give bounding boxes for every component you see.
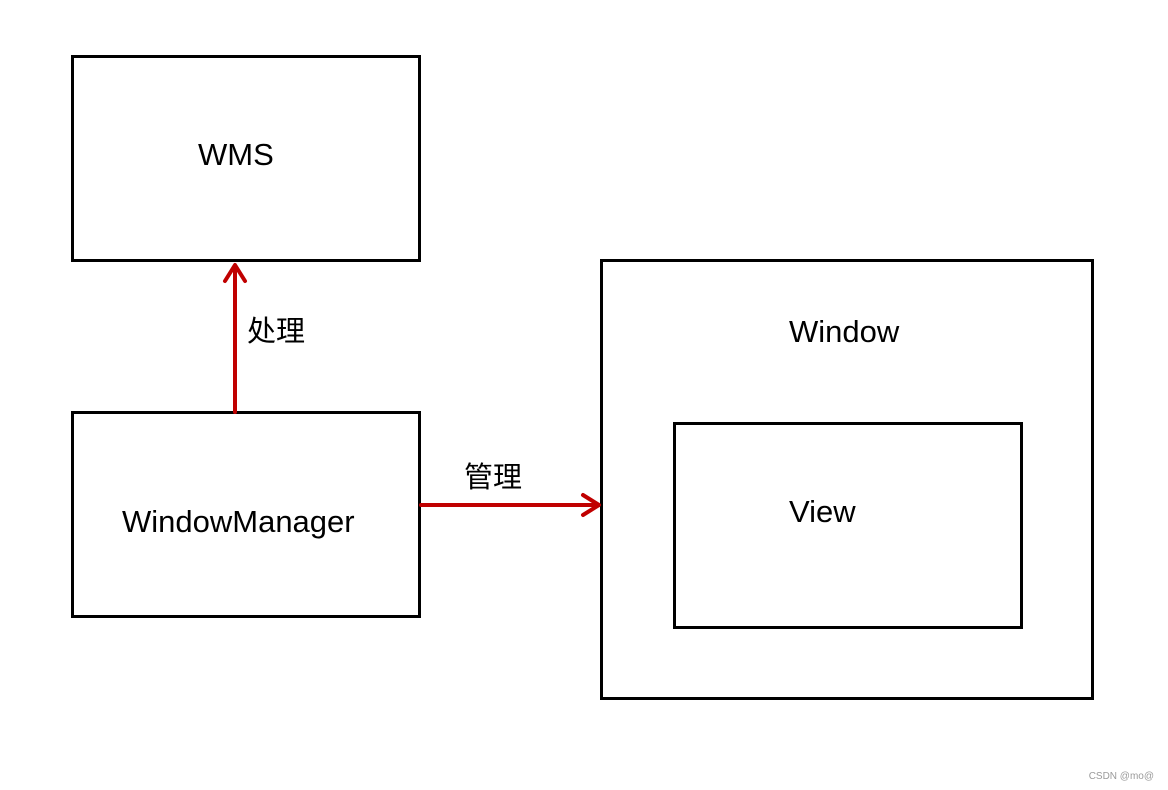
window-label: Window xyxy=(789,314,900,349)
window-manager-box xyxy=(71,411,421,618)
watermark: CSDN @mo@ xyxy=(1088,771,1154,782)
manage-edge-label: 管理 xyxy=(464,460,523,494)
wms-box xyxy=(71,55,421,262)
window-manager-label: WindowManager xyxy=(122,504,355,539)
handle-arrow xyxy=(223,263,247,414)
handle-edge-label: 处理 xyxy=(247,314,306,348)
view-box xyxy=(673,422,1023,629)
wms-label: WMS xyxy=(198,137,274,172)
view-label: View xyxy=(789,494,856,529)
manage-arrow xyxy=(419,493,601,517)
